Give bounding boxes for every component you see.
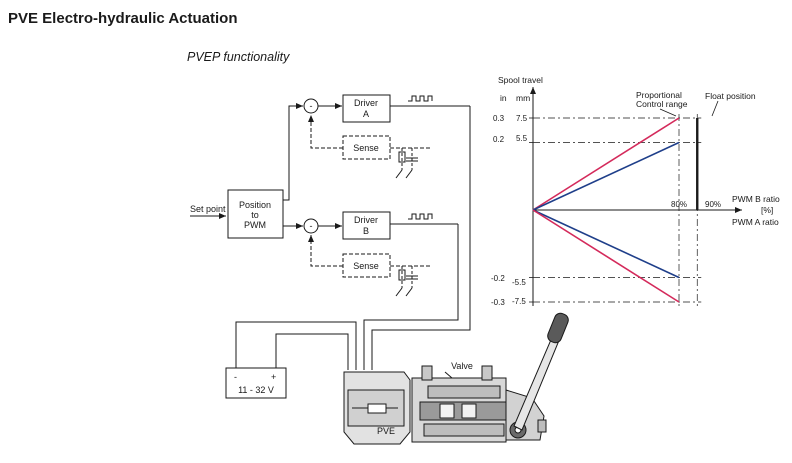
y-unit-in: in xyxy=(500,93,507,103)
battery-block xyxy=(225,367,287,399)
series-line-0 xyxy=(532,117,680,211)
battery-voltage-label: 11 - 32 V xyxy=(238,385,274,395)
position-to-pwm-block xyxy=(227,189,284,239)
section-subtitle: PVEP functionality xyxy=(187,50,290,64)
pwm-pulse-b xyxy=(408,213,433,220)
sum-sign-b: - xyxy=(310,221,313,231)
valve-label: Valve xyxy=(451,361,473,371)
driver-a-label-2: A xyxy=(363,109,369,119)
x-label-unit: [%] xyxy=(761,205,773,215)
battery-minus: - xyxy=(234,372,237,382)
y-unit-mm: mm xyxy=(516,93,530,103)
y-tick-mm-neg5.5: -5.5 xyxy=(512,278,526,287)
chart-title: Spool travel xyxy=(498,75,543,85)
y-tick-in-0.2: 0.2 xyxy=(493,135,505,144)
driver-a-label-1: Driver xyxy=(354,98,378,108)
y-tick-mm-7.5: 7.5 xyxy=(516,114,528,123)
x-tick-90: 90% xyxy=(705,200,721,209)
annotation-float: Float position xyxy=(705,91,756,101)
x-label-bottom: PWM A ratio xyxy=(732,217,779,227)
x-tick-80: 80% xyxy=(671,200,687,209)
annotation-proportional-1: Proportional xyxy=(636,90,682,100)
battery-plus: + xyxy=(271,372,276,382)
y-tick-in-neg0.3: -0.3 xyxy=(491,298,505,307)
driver-b-label-1: Driver xyxy=(354,215,378,225)
block-diagram: Set point Position to PWM - Driver A Sen… xyxy=(190,94,471,399)
series-line-1 xyxy=(532,141,680,211)
pve-label: PVE xyxy=(377,426,395,436)
sum-sign-a: - xyxy=(310,101,313,111)
position-label-1: Position xyxy=(239,200,271,210)
position-label-2: to xyxy=(251,210,259,220)
position-label-3: PWM xyxy=(244,220,266,230)
y-tick-in-neg0.2: -0.2 xyxy=(491,274,505,283)
series-line-2 xyxy=(532,209,680,279)
series-line-3 xyxy=(532,209,680,303)
set-point-label: Set point xyxy=(190,204,226,214)
driver-a-block xyxy=(342,94,391,123)
page-title: PVE Electro-hydraulic Actuation xyxy=(8,10,238,27)
y-tick-in-0.3: 0.3 xyxy=(493,114,505,123)
chart-series xyxy=(532,117,699,303)
x-label-top: PWM B ratio xyxy=(732,194,780,204)
driver-b-label-2: B xyxy=(363,226,369,236)
annotation-proportional-2: Control range xyxy=(636,99,688,109)
valve-illustration: PVE Valve xyxy=(343,312,569,445)
y-tick-mm-5.5: 5.5 xyxy=(516,134,528,143)
lever-knob xyxy=(547,312,569,344)
driver-b-block xyxy=(342,211,391,240)
sense-a-label: Sense xyxy=(353,143,379,153)
y-tick-mm-neg7.5: -7.5 xyxy=(512,297,526,306)
pwm-pulse-a xyxy=(408,95,433,102)
sense-b-label: Sense xyxy=(353,261,379,271)
spool-travel-chart: Spool travel in mm 0.3 0.2 -0.2 -0.3 7.5… xyxy=(491,75,780,307)
